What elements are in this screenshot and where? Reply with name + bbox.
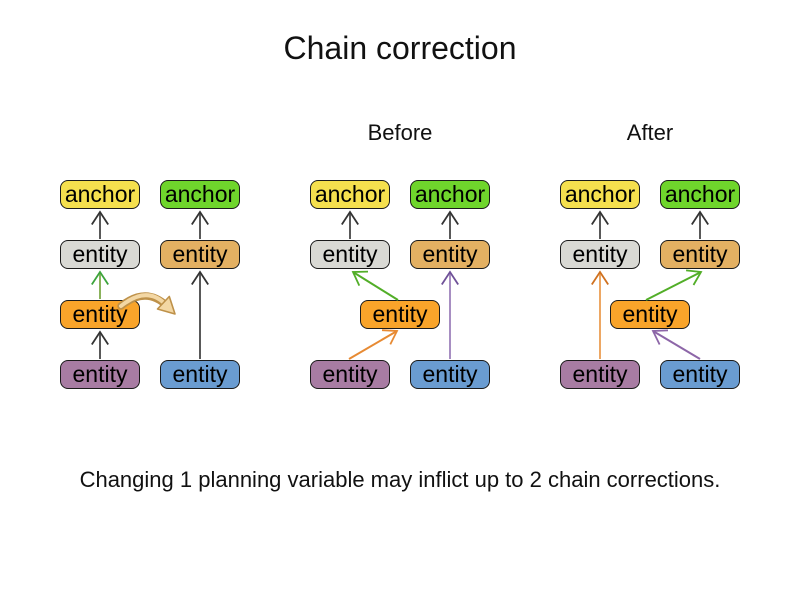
before-entity-blue: entity [410, 360, 490, 389]
move-entity-arrow-head [156, 295, 176, 315]
after-entity-tan: entity [660, 240, 740, 269]
arrow-initial-tan-to-anchor [191, 210, 209, 239]
initial-anchor-yellow: anchor [60, 180, 140, 209]
after-label: After [626, 120, 674, 145]
before-label: Before [367, 120, 433, 145]
after-entity-purple: entity [560, 360, 640, 389]
after-anchor-green: anchor [660, 180, 740, 209]
initial-entity-orange: entity [60, 300, 140, 329]
after-entity-gray: entity [560, 240, 640, 269]
after-entity-orange: entity [610, 300, 690, 329]
arrow-after-blue-to-middle [651, 329, 701, 360]
arrow-before-blue-to-tan [441, 270, 459, 359]
page-title: Chain correction [283, 30, 517, 66]
after-entity-blue: entity [660, 360, 740, 389]
arrow-before-tan-to-anchor [441, 210, 459, 239]
arrow-initial-gray-to-anchor [91, 210, 109, 239]
arrow-after-purple-to-gray [591, 270, 609, 359]
arrow-before-purple-to-middle [348, 329, 399, 360]
after-anchor-yellow: anchor [560, 180, 640, 209]
before-entity-orange: entity [360, 300, 440, 329]
before-anchor-yellow: anchor [310, 180, 390, 209]
before-anchor-green: anchor [410, 180, 490, 209]
arrow-initial-purple-to-orange [91, 330, 109, 359]
arrow-initial-blue-to-tan [191, 270, 209, 359]
initial-anchor-green: anchor [160, 180, 240, 209]
arrow-after-tan-to-anchor [691, 210, 709, 239]
initial-entity-purple: entity [60, 360, 140, 389]
initial-entity-blue: entity [160, 360, 240, 389]
caption: Changing 1 planning variable may inflict… [79, 467, 721, 492]
arrow-after-gray-to-anchor [591, 210, 609, 239]
arrow-initial-orange-to-gray [91, 270, 109, 299]
arrow-after-middle-to-tan [645, 269, 703, 301]
before-entity-tan: entity [410, 240, 490, 269]
before-entity-purple: entity [310, 360, 390, 389]
arrow-before-gray-to-anchor [341, 210, 359, 239]
initial-entity-tan: entity [160, 240, 240, 269]
initial-entity-gray: entity [60, 240, 140, 269]
before-entity-gray: entity [310, 240, 390, 269]
arrow-before-middle-to-gray [351, 270, 399, 301]
